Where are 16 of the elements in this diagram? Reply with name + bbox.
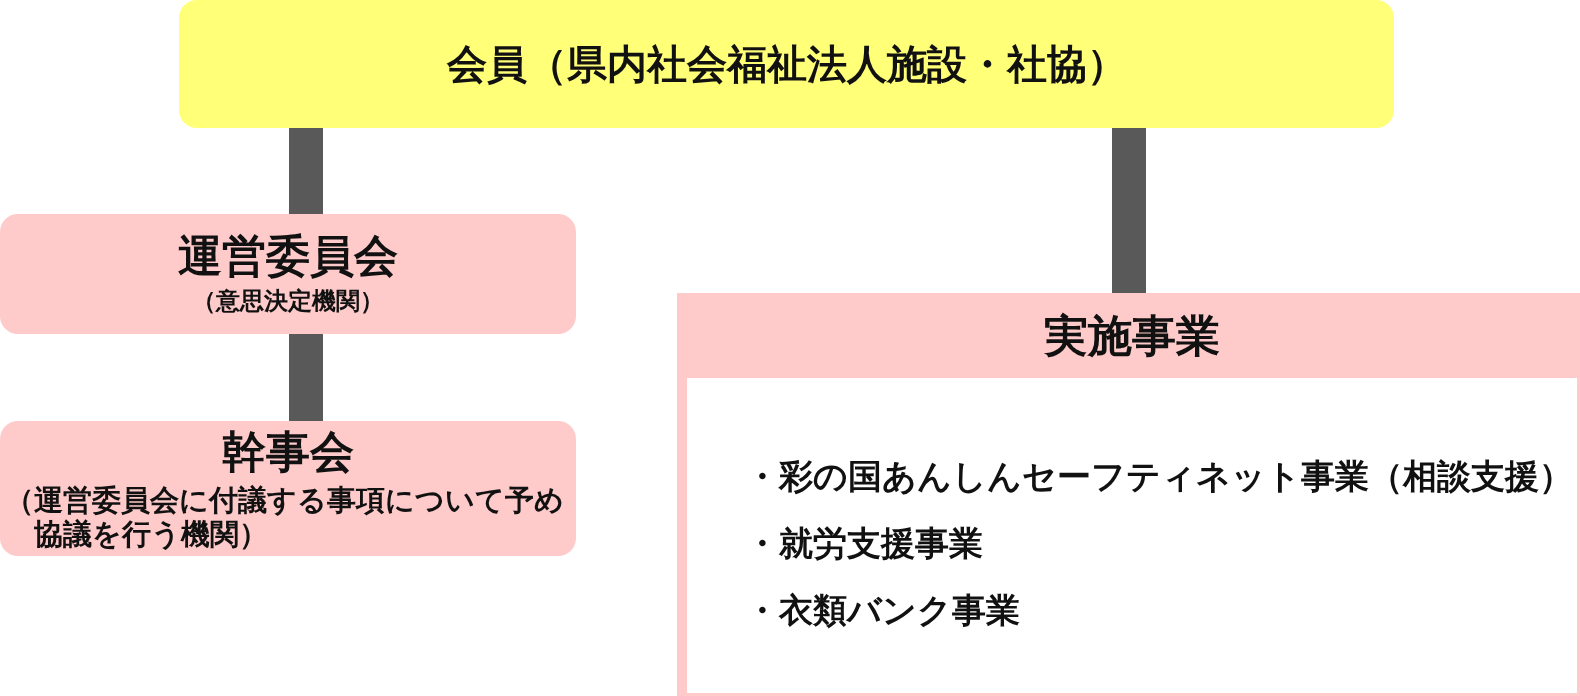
subheading: （意思決定機関）: [192, 286, 384, 316]
list-item: ・衣類バンク事業: [745, 589, 1020, 632]
list-item: ・彩の国あんしんセーフティネット事業（相談支援）: [745, 455, 1573, 498]
heading: 幹事会: [222, 428, 354, 476]
connector-bar: [1112, 128, 1146, 293]
connector-bar: [289, 128, 323, 214]
heading: 会員（県内社会福祉法人施設・社協）: [446, 40, 1127, 88]
card: [0, 214, 576, 334]
description: （運営委員会に付議する事項について予め協議を行う機関）: [5, 483, 565, 551]
connector-bar: [289, 334, 323, 421]
list-item: ・就労支援事業: [745, 522, 983, 565]
top-banner: [179, 0, 1394, 128]
section-panel: [677, 293, 1580, 696]
heading: 実施事業: [1044, 311, 1220, 361]
heading: 運営委員会: [178, 232, 398, 280]
card: [0, 421, 576, 556]
